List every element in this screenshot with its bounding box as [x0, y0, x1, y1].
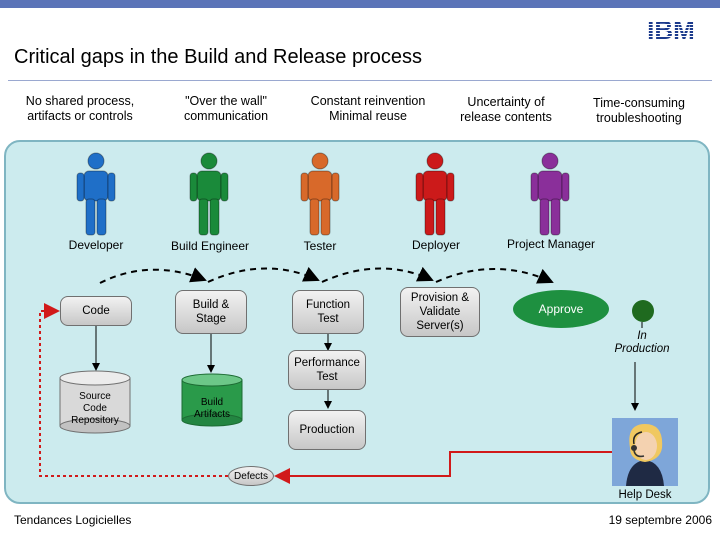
handoff-arc	[435, 268, 554, 284]
role-developer: Developer	[68, 238, 124, 252]
status-line: Production	[614, 343, 670, 355]
build-engineer-person-icon	[189, 152, 229, 236]
source-repo-label: Source Code Repository	[71, 391, 119, 427]
gap-line: Uncertainty of	[467, 95, 545, 109]
help-desk-agent-icon	[612, 418, 678, 486]
page-title: Critical gaps in the Build and Release p…	[14, 46, 422, 68]
approve-label: Approve	[538, 302, 584, 316]
tester-person-icon	[300, 152, 340, 236]
approve-step: Approve	[513, 290, 609, 328]
status-line: In	[637, 330, 647, 342]
gap-line: Minimal reuse	[329, 109, 407, 123]
project-manager-person-icon	[530, 152, 570, 236]
performance-test-step: Performance Test	[288, 350, 366, 390]
step-line: Build &	[192, 299, 230, 311]
store-line: Code	[83, 403, 107, 414]
production-step: Production	[288, 410, 366, 450]
handoff-arc	[207, 266, 320, 283]
step-line: Test	[317, 313, 339, 325]
deployer-person-icon	[415, 152, 455, 236]
code-step: Code	[60, 296, 132, 326]
store-line: Build	[200, 397, 224, 408]
gap-line: Constant reinvention	[310, 94, 426, 108]
footer-left: Tendances Logicielles	[14, 513, 132, 527]
role-build-engineer: Build Engineer	[170, 239, 250, 253]
defects-to-code-loop	[39, 303, 228, 477]
store-line: Source	[79, 391, 111, 402]
gap-uncertainty: Uncertainty of release contents	[460, 95, 552, 125]
production-label: Production	[299, 424, 355, 436]
gap-line: troubleshooting	[596, 111, 682, 125]
role-tester: Tester	[303, 239, 337, 253]
gap-line: communication	[183, 109, 269, 123]
title-divider	[8, 80, 712, 81]
store-line: Repository	[71, 415, 119, 426]
role-deployer: Deployer	[411, 238, 461, 252]
step-line: Performance	[294, 357, 360, 369]
handoff-arc	[99, 267, 207, 284]
ibm-logo: IBM	[647, 16, 695, 42]
developer-person-icon	[76, 152, 116, 236]
step-line: Test	[316, 371, 338, 383]
build-stage-step: Build & Stage	[175, 290, 247, 334]
gap-line: No shared process,	[25, 94, 135, 108]
build-artifacts-cylinder	[181, 373, 243, 427]
gap-line: release contents	[460, 110, 552, 124]
handoff-arc	[321, 266, 434, 283]
store-line: Artifacts	[193, 409, 231, 420]
top-accent-bar	[0, 0, 720, 8]
in-production-label: In Production	[615, 330, 670, 356]
provision-validate-step: Provision & Validate Server(s)	[400, 287, 480, 337]
code-label: Code	[82, 305, 110, 317]
footer-right: 19 septembre 2006	[608, 513, 712, 527]
help-desk-label: Help Desk	[618, 489, 672, 501]
step-line: Provision &	[410, 292, 470, 304]
step-line: Function	[305, 299, 351, 311]
gap-over-the-wall: "Over the wall" communication	[184, 94, 268, 124]
defects-label: Defects	[234, 470, 268, 482]
gap-line: Time-consuming	[593, 96, 685, 110]
function-test-step: Function Test	[292, 290, 364, 334]
defects-node: Defects	[228, 466, 274, 486]
gap-no-shared-process: No shared process, artifacts or controls	[26, 94, 134, 124]
ibm-logo-text: IBM	[647, 16, 695, 42]
role-project-manager: Project Manager	[506, 237, 596, 251]
helpdesk-to-defects-line	[274, 451, 612, 484]
step-line: Validate	[419, 306, 461, 318]
step-line: Server(s)	[416, 320, 464, 332]
build-artifacts-label: Build Artifacts	[194, 397, 230, 421]
gap-line: artifacts or controls	[27, 109, 133, 123]
source-repo-cylinder	[59, 370, 131, 434]
gap-troubleshooting: Time-consuming troubleshooting	[593, 96, 685, 126]
gap-constant-reinvention: Constant reinvention Minimal reuse	[311, 94, 426, 124]
gap-line: "Over the wall"	[185, 94, 267, 108]
in-production-status-icon	[632, 300, 654, 322]
step-line: Stage	[195, 313, 227, 325]
